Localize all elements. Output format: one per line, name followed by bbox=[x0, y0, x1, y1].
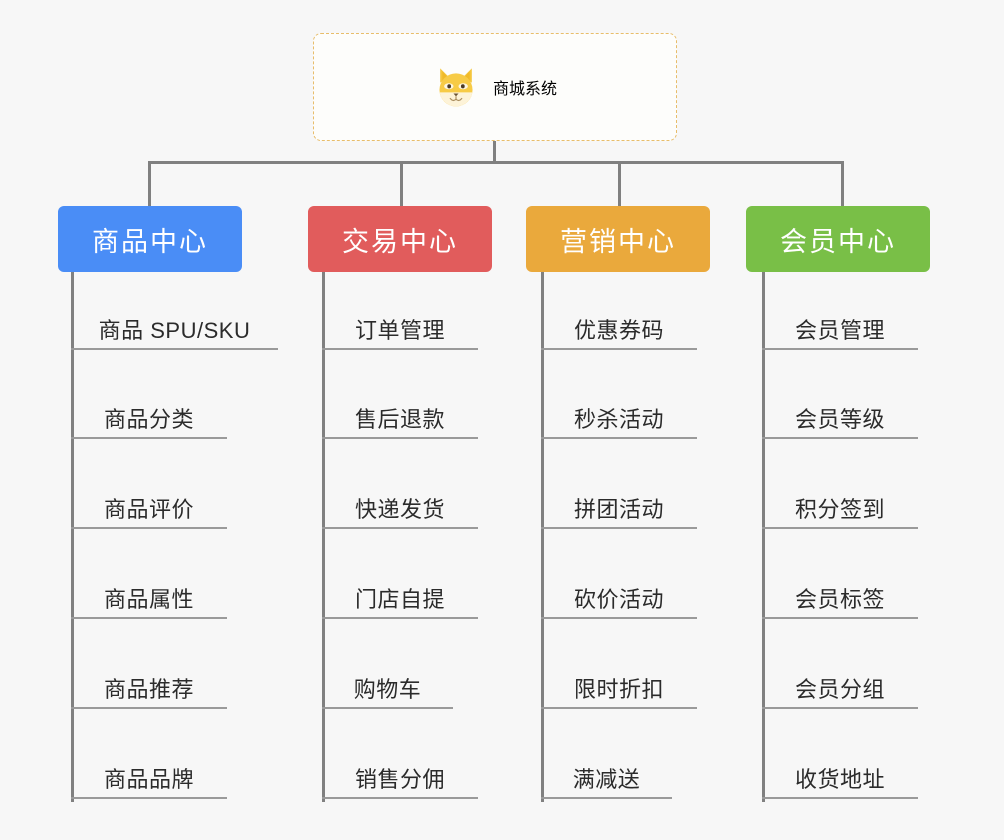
leaf-item-1-1[interactable]: 商品 SPU/SKU bbox=[71, 298, 278, 350]
leaf-label: 收货地址 bbox=[794, 767, 885, 792]
leaf-item-1-5[interactable]: 商品推荐 bbox=[71, 657, 227, 709]
leaf-item-2-6[interactable]: 销售分佣 bbox=[322, 747, 478, 799]
leaf-item-1-3[interactable]: 商品评价 bbox=[71, 477, 227, 529]
leaf-item-4-1[interactable]: 会员管理 bbox=[762, 298, 918, 350]
category-header-1[interactable]: 商品中心 bbox=[58, 206, 242, 272]
connector-root-stem bbox=[493, 141, 496, 164]
leaf-label: 会员管理 bbox=[794, 318, 885, 343]
category-header-2[interactable]: 交易中心 bbox=[308, 206, 492, 272]
root-title: 商城系统 bbox=[492, 81, 557, 98]
root-node[interactable]: 商城系统 bbox=[313, 33, 677, 141]
leaf-label: 会员标签 bbox=[794, 587, 885, 612]
leaf-label: 积分签到 bbox=[794, 497, 885, 522]
leaf-label: 商品品牌 bbox=[103, 767, 194, 792]
leaf-item-2-3[interactable]: 快递发货 bbox=[322, 477, 478, 529]
leaf-label: 商品 SPU/SKU bbox=[98, 318, 251, 343]
shiba-dog-icon bbox=[439, 68, 473, 107]
category-header-2-label: 交易中心 bbox=[342, 226, 458, 257]
leaf-item-4-6[interactable]: 收货地址 bbox=[762, 747, 918, 799]
leaf-label: 砍价活动 bbox=[573, 587, 664, 612]
category-header-3[interactable]: 营销中心 bbox=[526, 206, 710, 272]
leaf-item-3-4[interactable]: 砍价活动 bbox=[541, 567, 697, 619]
category-header-3-label: 营销中心 bbox=[560, 226, 676, 257]
column-rail-2 bbox=[322, 272, 325, 802]
leaf-item-3-1[interactable]: 优惠券码 bbox=[541, 298, 697, 350]
column-rail-4 bbox=[762, 272, 765, 802]
leaf-label: 售后退款 bbox=[354, 407, 445, 432]
leaf-label: 会员等级 bbox=[794, 407, 885, 432]
leaf-item-2-5[interactable]: 购物车 bbox=[322, 657, 453, 709]
leaf-item-4-3[interactable]: 积分签到 bbox=[762, 477, 918, 529]
leaf-label: 优惠券码 bbox=[573, 318, 664, 343]
leaf-item-2-4[interactable]: 门店自提 bbox=[322, 567, 478, 619]
leaf-label: 拼团活动 bbox=[573, 497, 664, 522]
leaf-label: 商品分类 bbox=[103, 407, 194, 432]
leaf-item-3-3[interactable]: 拼团活动 bbox=[541, 477, 697, 529]
leaf-label: 门店自提 bbox=[354, 587, 445, 612]
leaf-label: 满减送 bbox=[572, 767, 641, 792]
leaf-item-3-2[interactable]: 秒杀活动 bbox=[541, 387, 697, 439]
connector-drop-4 bbox=[841, 161, 844, 206]
leaf-item-3-6[interactable]: 满减送 bbox=[541, 747, 672, 799]
connector-horizontal-bus bbox=[148, 161, 844, 164]
leaf-item-4-5[interactable]: 会员分组 bbox=[762, 657, 918, 709]
leaf-item-1-6[interactable]: 商品品牌 bbox=[71, 747, 227, 799]
leaf-item-2-2[interactable]: 售后退款 bbox=[322, 387, 478, 439]
column-rail-3 bbox=[541, 272, 544, 802]
leaf-label: 订单管理 bbox=[354, 318, 445, 343]
category-header-1-label: 商品中心 bbox=[92, 226, 208, 257]
leaf-label: 快递发货 bbox=[354, 497, 445, 522]
leaf-item-1-4[interactable]: 商品属性 bbox=[71, 567, 227, 619]
category-header-4-label: 会员中心 bbox=[780, 226, 896, 257]
leaf-label: 购物车 bbox=[353, 677, 422, 702]
connector-drop-3 bbox=[618, 161, 621, 206]
leaf-item-4-4[interactable]: 会员标签 bbox=[762, 567, 918, 619]
leaf-item-4-2[interactable]: 会员等级 bbox=[762, 387, 918, 439]
leaf-label: 商品推荐 bbox=[103, 677, 194, 702]
column-rail-1 bbox=[71, 272, 74, 802]
leaf-label: 会员分组 bbox=[794, 677, 885, 702]
connector-drop-2 bbox=[400, 161, 403, 206]
leaf-label: 商品评价 bbox=[103, 497, 194, 522]
leaf-label: 限时折扣 bbox=[573, 677, 664, 702]
category-header-4[interactable]: 会员中心 bbox=[746, 206, 930, 272]
leaf-item-1-2[interactable]: 商品分类 bbox=[71, 387, 227, 439]
leaf-item-2-1[interactable]: 订单管理 bbox=[322, 298, 478, 350]
connector-drop-1 bbox=[148, 161, 151, 206]
leaf-label: 秒杀活动 bbox=[573, 407, 664, 432]
leaf-item-3-5[interactable]: 限时折扣 bbox=[541, 657, 697, 709]
leaf-label: 商品属性 bbox=[103, 587, 194, 612]
leaf-label: 销售分佣 bbox=[354, 767, 445, 792]
